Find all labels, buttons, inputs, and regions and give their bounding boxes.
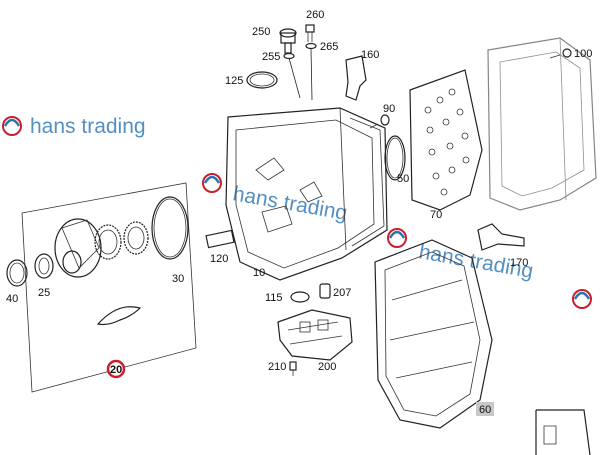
part-260-screw <box>305 24 315 42</box>
part-30-oring <box>151 196 189 260</box>
callout-255: 255 <box>262 51 280 63</box>
part-255-seal <box>283 52 295 60</box>
part-160-bracket <box>345 55 367 101</box>
callout-125: 125 <box>225 75 243 87</box>
callout-210: 210 <box>268 361 286 373</box>
part-40-ring <box>6 259 28 287</box>
section-view-icon <box>535 409 591 455</box>
callout-30: 30 <box>172 273 184 285</box>
callout-200: 200 <box>318 361 336 373</box>
callout-160: 160 <box>361 49 379 61</box>
part-10-transmission-housing <box>225 107 388 281</box>
callout-60: 60 <box>479 404 491 416</box>
callout-90: 90 <box>383 103 395 115</box>
part-250-sensor <box>279 28 297 54</box>
part-inner-gear <box>123 221 149 255</box>
part-100-bolt <box>549 48 572 59</box>
watermark-logo-icon <box>202 173 222 193</box>
callout-70: 70 <box>430 209 442 221</box>
part-pump-housing <box>54 218 102 278</box>
callout-100: 100 <box>574 48 592 60</box>
part-25-seal <box>34 253 54 279</box>
callout-260: 260 <box>306 9 324 21</box>
part-60-bellhousing-cover <box>374 239 493 429</box>
callout-50: 50 <box>397 173 409 185</box>
watermark-logo-icon <box>387 228 407 248</box>
part-120-gasket <box>205 229 235 249</box>
callout-60-box <box>476 402 494 416</box>
part-rear-housing <box>487 37 597 211</box>
part-outer-gear <box>94 224 122 260</box>
callout-25: 25 <box>38 287 50 299</box>
part-200-valve-body <box>277 309 353 361</box>
callout-20-highlight <box>106 359 126 379</box>
part-50-ring <box>384 135 406 181</box>
callout-207: 207 <box>333 287 351 299</box>
callout-170: 170 <box>510 257 528 269</box>
part-115-ring <box>290 291 310 303</box>
part-170-bracket <box>477 223 525 251</box>
callout-20: 20 <box>110 364 122 376</box>
callout-120: 120 <box>210 253 228 265</box>
callout-40: 40 <box>6 293 18 305</box>
watermark-logo-icon <box>2 116 22 136</box>
callout-265: 265 <box>320 41 338 53</box>
part-clip <box>96 306 142 326</box>
part-125-ring <box>246 71 278 89</box>
callout-115: 115 <box>265 292 283 304</box>
callout-10: 10 <box>253 267 265 279</box>
callout-250: 250 <box>252 26 270 38</box>
assembly-box-20 <box>21 182 197 393</box>
part-265-washer <box>305 42 317 50</box>
part-70-intermediate-plate <box>409 69 483 211</box>
watermark-text: hans trading <box>30 115 146 138</box>
part-210-bolt <box>289 361 297 376</box>
part-90-bolt <box>369 114 390 129</box>
watermark-logo-icon <box>572 289 592 309</box>
part-207-connector <box>319 283 331 299</box>
